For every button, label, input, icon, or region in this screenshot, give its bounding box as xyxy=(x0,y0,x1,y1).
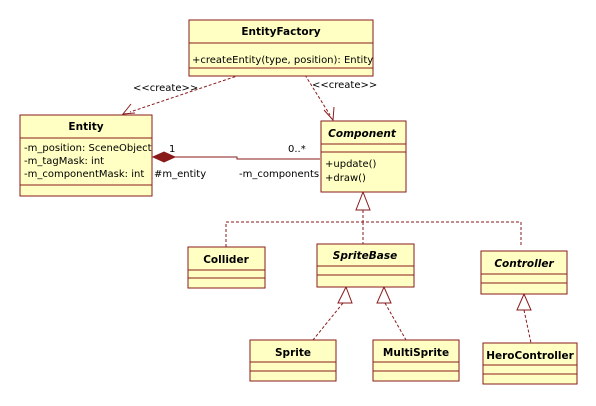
operation: +update() xyxy=(325,159,377,170)
class-controller[interactable]: Controller xyxy=(480,250,568,295)
attribute: -m_componentMask: int xyxy=(24,169,144,180)
class-component[interactable]: Component +update() +draw() xyxy=(320,120,407,193)
realization-spritebase xyxy=(312,285,407,341)
multiplicity-entity: 1 xyxy=(169,144,175,155)
operation: +createEntity(type, position): Entity xyxy=(192,55,373,66)
realization-arrowhead-icon xyxy=(516,292,532,311)
class-name: SpriteBase xyxy=(333,250,397,262)
attribute: -m_position: SceneObject xyxy=(24,143,152,154)
composition-diamond-icon xyxy=(151,151,177,163)
realization-controller xyxy=(516,292,532,344)
create-label-right: <<create>> xyxy=(312,80,377,91)
operation: +draw() xyxy=(325,173,366,184)
class-name: Entity xyxy=(68,121,103,133)
class-multisprite[interactable]: MultiSprite xyxy=(372,339,460,382)
class-sprite[interactable]: Sprite xyxy=(249,339,337,382)
class-name: EntityFactory xyxy=(241,26,320,38)
class-name: Collider xyxy=(203,254,249,266)
class-name: Component xyxy=(328,128,397,140)
attribute: -m_tagMask: int xyxy=(24,156,104,167)
class-name: Sprite xyxy=(275,347,311,359)
create-label-left: <<create>> xyxy=(133,83,198,94)
role-entity: #m_entity xyxy=(154,169,206,180)
composition-entity-component xyxy=(151,151,320,163)
role-components: -m_components xyxy=(239,169,319,180)
create-dependency-entity xyxy=(121,74,241,115)
realization-component xyxy=(225,190,522,247)
realization-arrowhead-icon xyxy=(337,285,353,304)
realization-arrowhead-icon xyxy=(376,285,392,304)
class-name: HeroController xyxy=(486,350,574,362)
realization-arrowhead-icon xyxy=(355,190,371,211)
class-entityfactory[interactable]: EntityFactory +createEntity(type, positi… xyxy=(188,19,374,77)
class-name: Controller xyxy=(494,258,554,270)
class-entity[interactable]: Entity -m_position: SceneObject -m_tagMa… xyxy=(19,114,153,197)
create-dependency-component xyxy=(304,74,335,122)
class-spritebase[interactable]: SpriteBase xyxy=(316,243,415,288)
class-collider[interactable]: Collider xyxy=(187,246,266,289)
multiplicity-component: 0..* xyxy=(288,144,306,155)
class-name: MultiSprite xyxy=(383,347,449,359)
class-herocontroller[interactable]: HeroController xyxy=(482,342,578,385)
